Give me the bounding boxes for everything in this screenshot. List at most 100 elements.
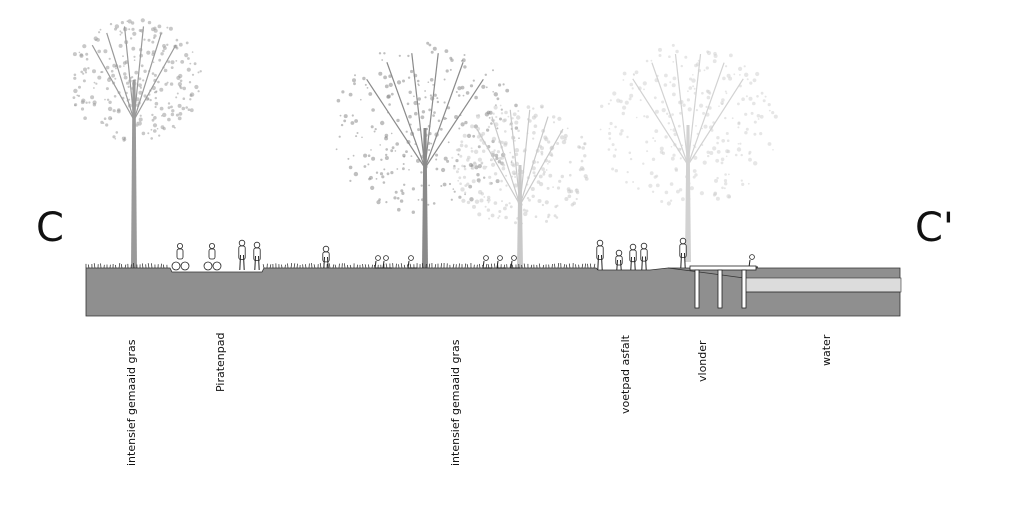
tree-leaf [134,71,138,75]
tree-leaf [155,97,157,99]
tree-leaf [707,155,709,157]
tree-leaf [156,90,158,92]
tree-leaf [725,65,727,67]
pedestrian-icon [680,238,686,268]
tree-leaf [540,105,544,109]
tree-leaf [337,99,341,103]
tree-leaf [143,70,146,73]
tree-leaf [513,173,516,176]
tree-leaf [105,123,108,126]
tree-leaf [535,215,538,218]
tree-leaf [735,154,738,157]
tree-leaf [673,77,677,81]
tree-leaf [128,86,130,88]
tree-leaf [367,163,369,165]
tree-leaf [139,77,142,80]
tree-leaf [474,150,478,154]
tree-leaf [518,200,522,204]
tree-leaf [367,87,369,89]
grass-blade [504,265,505,268]
tree-leaf [539,175,543,179]
tree-leaf [581,146,585,150]
tree-leaf [124,40,128,44]
tree-leaf [160,107,164,111]
tree-icon [600,44,778,262]
tree-leaf [410,124,412,126]
tree-leaf [480,139,483,142]
tree-leaf [138,83,142,87]
person-leg [259,256,260,270]
tree-leaf [611,168,614,171]
tree-leaf [123,72,126,75]
tree-leaf [476,115,480,119]
tree-leaf [483,196,485,198]
cyclist-icon [172,243,189,270]
tree-leaf [498,210,501,213]
tree-leaf [759,132,762,135]
tree-leaf [457,148,461,152]
tree-leaf [133,56,135,58]
tree-leaf [463,176,466,179]
tree-leaf [456,170,459,173]
tree-leaf [568,195,572,199]
person-body [383,261,392,268]
tree-leaf [81,100,85,104]
tree-leaf [556,142,559,145]
tree-leaf [114,95,117,98]
tree-leaf [768,103,771,106]
tree-leaf [488,202,490,204]
tree-leaf [97,76,101,80]
zone-label-piratenpad: Piratenpad [214,333,227,392]
tree-leaf [113,109,116,112]
grass-blade [148,263,149,268]
tree-leaf [168,106,171,109]
tree-leaf [505,204,508,207]
tree-leaf [675,50,678,53]
tree-leaf [390,149,393,152]
tree-leaf [458,128,460,130]
tree-leaf [123,27,127,31]
tree-leaf [440,185,442,187]
pedestrian-icon [641,243,647,270]
tree-leaf [655,110,659,114]
tree-leaf [78,95,80,97]
tree-leaf [748,153,750,155]
tree-leaf [706,90,709,93]
tree-leaf [716,197,720,201]
tree-leaf [376,172,378,174]
tree-leaf [741,154,743,156]
tree-leaf [752,102,756,106]
tree-leaf [527,105,531,109]
tree-leaf [178,117,182,121]
tree-leaf [629,94,633,98]
grass-blade [125,265,126,268]
tree-leaf [498,215,500,217]
tree-leaf [472,179,476,183]
tree-leaf [668,122,670,124]
tree-leaf [352,114,354,116]
tree-leaf [391,133,393,135]
grass-blade [314,264,315,268]
tree-leaf [146,51,150,55]
tree-leaf [728,77,732,81]
grass-blade [263,264,264,268]
dock-pile-icon [718,270,722,308]
tree-leaf [670,129,672,131]
tree-leaf [492,69,494,71]
tree-leaf [654,96,657,99]
tree-leaf [82,73,84,75]
tree-leaf [737,147,741,151]
tree-leaf [486,148,488,150]
tree-leaf [671,113,674,116]
tree-leaf [713,52,717,56]
tree-leaf [511,176,513,178]
tree-leaf [413,96,415,98]
tree-leaf [107,99,109,101]
tree-leaf [517,130,520,133]
tree-leaf [542,173,545,176]
tree-leaf [652,137,654,139]
tree-leaf [553,121,555,123]
tree-leaf [544,159,548,163]
tree-leaf [504,130,507,133]
tree-leaf [106,66,110,70]
